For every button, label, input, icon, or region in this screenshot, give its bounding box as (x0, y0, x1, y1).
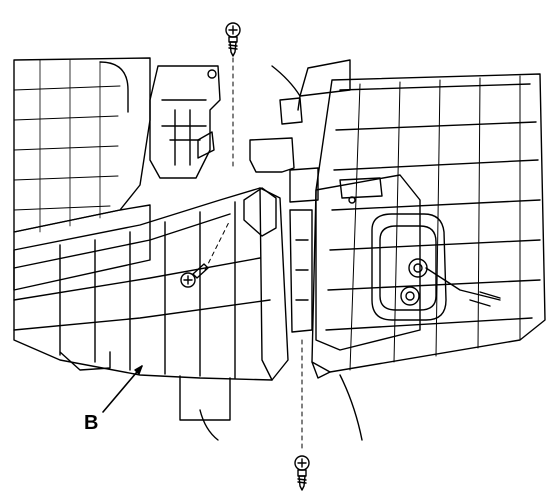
right-housing (299, 59, 546, 441)
center-connector (249, 65, 319, 333)
blower-motor (371, 213, 501, 321)
top-screw-icon (225, 22, 241, 57)
upper-bracket (149, 65, 221, 179)
alignment-lines (204, 57, 303, 453)
callout-label-b: B (84, 412, 99, 434)
callout-b-leader (102, 365, 143, 413)
central-duct (13, 187, 289, 441)
duct-screw-icon (180, 263, 209, 288)
bottom-screw-icon (294, 455, 310, 491)
